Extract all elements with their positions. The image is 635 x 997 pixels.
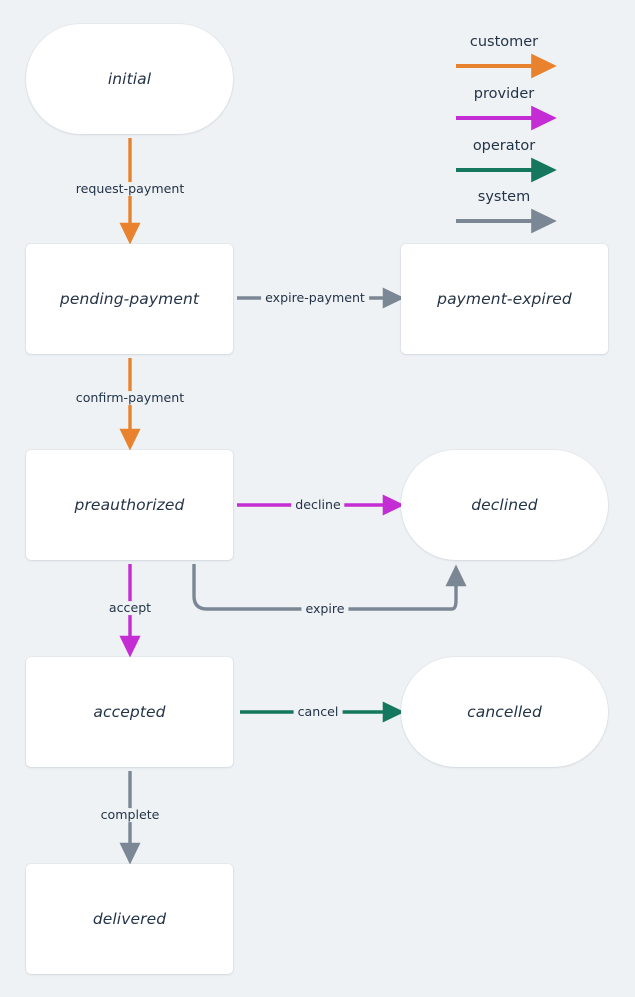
edge-label-expire-payment: expire-payment bbox=[261, 291, 369, 305]
node-declined[interactable]: declined bbox=[401, 450, 608, 560]
edge-label-cancel: cancel bbox=[293, 705, 343, 719]
node-label: accepted bbox=[93, 703, 166, 721]
legend-label-system: system bbox=[477, 189, 531, 205]
actor-legend: customer provider operator system bbox=[0, 0, 635, 240]
legend-item-operator: operator bbox=[0, 0, 635, 154]
node-label: declined bbox=[471, 496, 538, 514]
legend-item-system: system bbox=[0, 0, 635, 205]
node-payment-expired[interactable]: payment-expired bbox=[401, 244, 608, 354]
legend-item-provider: provider bbox=[0, 0, 635, 102]
node-cancelled[interactable]: cancelled bbox=[401, 657, 608, 767]
node-pending-payment[interactable]: pending-payment bbox=[26, 244, 233, 354]
edge-label-confirm-payment: confirm-payment bbox=[71, 391, 189, 405]
legend-label-customer: customer bbox=[469, 34, 539, 50]
node-label: initial bbox=[107, 70, 152, 88]
node-preauthorized[interactable]: preauthorized bbox=[26, 450, 233, 560]
edge-label-request-payment: request-payment bbox=[71, 182, 189, 196]
node-label: delivered bbox=[92, 910, 167, 928]
node-label: pending-payment bbox=[59, 290, 200, 308]
edge-label-decline: decline bbox=[291, 498, 345, 512]
legend-label-provider: provider bbox=[473, 86, 535, 102]
node-initial[interactable]: initial bbox=[26, 24, 233, 134]
node-label: cancelled bbox=[467, 703, 542, 721]
node-delivered[interactable]: delivered bbox=[26, 864, 233, 974]
edge-label-accept: accept bbox=[104, 601, 156, 615]
legend-label-operator: operator bbox=[472, 138, 536, 154]
legend-item-customer: customer bbox=[0, 0, 635, 50]
edge-label-expire: expire bbox=[301, 602, 349, 616]
edge-label-complete: complete bbox=[96, 808, 164, 822]
legend-arrows bbox=[456, 53, 557, 234]
node-accepted[interactable]: accepted bbox=[26, 657, 233, 767]
node-label: preauthorized bbox=[74, 496, 185, 514]
node-label: payment-expired bbox=[437, 290, 572, 308]
